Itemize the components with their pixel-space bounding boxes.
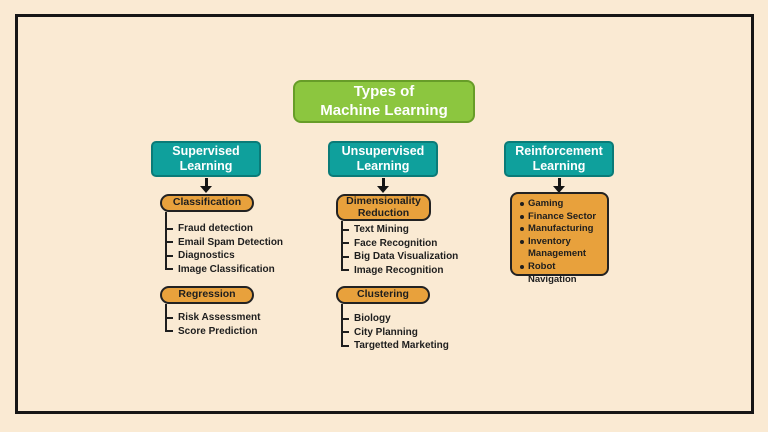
group-classification: Classification Fraud detection Email Spa… bbox=[160, 194, 283, 277]
arrow-down-icon bbox=[376, 178, 390, 193]
group-dimensionality-reduction: Dimensionality Reduction Text Mining Fac… bbox=[336, 194, 458, 278]
header-reinforcement-learning: Reinforcement Learning bbox=[504, 141, 614, 177]
list-item: Biology bbox=[341, 312, 432, 326]
list-item: Face Recognition bbox=[341, 237, 437, 251]
header-supervised-line2: Learning bbox=[179, 159, 233, 173]
list-item: Finance Sector bbox=[518, 211, 605, 224]
header-reinforcement-line2: Learning bbox=[532, 159, 586, 173]
diagram-outer-border bbox=[15, 14, 754, 414]
list-item: Image Classification bbox=[165, 263, 275, 277]
list-item: Robot Navigation bbox=[518, 261, 605, 286]
list-item: Targetted Marketing bbox=[341, 339, 449, 353]
list-item: Text Mining bbox=[341, 223, 432, 237]
header-unsupervised-learning: Unsupervised Learning bbox=[328, 141, 438, 177]
node-dimensionality-reduction: Dimensionality Reduction bbox=[336, 194, 431, 221]
header-unsupervised-line1: Unsupervised bbox=[341, 143, 425, 158]
classification-item-list: Fraud detection Email Spam Detection Dia… bbox=[165, 212, 283, 277]
group-regression: Regression Risk Assessment Score Predict… bbox=[160, 286, 260, 339]
node-classification: Classification bbox=[160, 194, 254, 212]
header-supervised-line1: Supervised bbox=[172, 143, 240, 158]
list-item: Manufacturing bbox=[518, 223, 605, 236]
diagram-title-line2: Machine Learning bbox=[320, 101, 448, 119]
list-item: Inventory Management bbox=[518, 236, 605, 261]
list-item: City Planning bbox=[341, 326, 432, 340]
reinforcement-item-list: Gaming Finance Sector Manufacturing Inve… bbox=[518, 198, 605, 286]
dimensionality-item-list: Text Mining Face Recognition Big Data Vi… bbox=[341, 221, 458, 278]
arrow-down-icon bbox=[199, 178, 213, 193]
node-regression: Regression bbox=[160, 286, 254, 304]
list-item: Gaming bbox=[518, 198, 605, 211]
list-item: Email Spam Detection bbox=[165, 236, 283, 250]
diagram-title-line1: Types of bbox=[353, 83, 415, 100]
node-clustering: Clustering bbox=[336, 286, 430, 304]
list-item: Big Data Visualization bbox=[341, 250, 458, 264]
regression-item-list: Risk Assessment Score Prediction bbox=[165, 304, 260, 339]
group-clustering: Clustering Biology City Planning Targett… bbox=[336, 286, 449, 353]
header-supervised-learning: Supervised Learning bbox=[151, 141, 261, 177]
arrow-down-icon bbox=[552, 178, 566, 193]
list-item: Score Prediction bbox=[165, 325, 257, 339]
header-unsupervised-line2: Learning bbox=[356, 159, 410, 173]
header-reinforcement-line1: Reinforcement bbox=[515, 143, 603, 158]
list-item: Fraud detection bbox=[165, 222, 256, 236]
list-item: Image Recognition bbox=[341, 264, 443, 278]
clustering-item-list: Biology City Planning Targetted Marketin… bbox=[341, 304, 449, 353]
list-item: Risk Assessment bbox=[165, 311, 260, 325]
node-reinforcement-applications: Gaming Finance Sector Manufacturing Inve… bbox=[510, 192, 609, 285]
list-item: Diagnostics bbox=[165, 249, 256, 263]
diagram-title: Types of Machine Learning bbox=[293, 80, 475, 123]
